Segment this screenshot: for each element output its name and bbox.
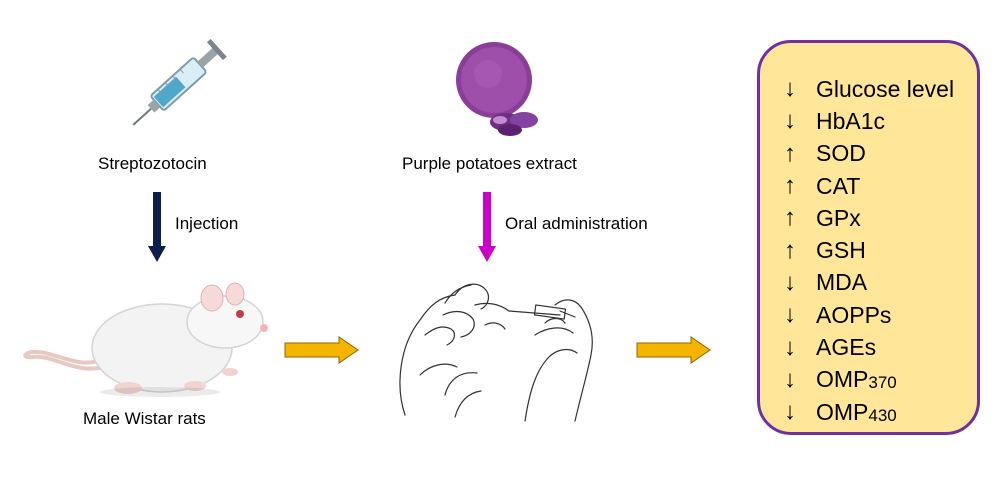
result-name: HbA1c [816, 107, 886, 134]
result-name: OMP [816, 398, 869, 425]
result-name: SOD [816, 140, 866, 167]
arrow-up-icon: ↑ [784, 172, 796, 200]
results-box: ↓ Glucose level ↓ HbA1c ↑ SOD ↑ CAT ↑ GPx ↑ GSH ↓ MDA… [757, 40, 980, 435]
result-name: Glucose level [816, 75, 955, 102]
result-item: ↑ SOD [784, 138, 977, 170]
arrow-down-icon: ↓ [784, 333, 796, 361]
arrow-down-icon: ↓ [784, 75, 796, 103]
inducer-label: Streptozotocin [98, 154, 207, 173]
oral-administration-arrow [478, 192, 496, 262]
treatment-label: Purple potatoes extract [402, 154, 577, 173]
arrow-down-icon: ↓ [784, 365, 796, 393]
oral-gavage-sketch-icon [399, 283, 593, 422]
arrow-down-icon: ↓ [784, 107, 796, 135]
result-name: CAT [816, 172, 861, 199]
injection-label: Injection [175, 214, 239, 233]
syringe-icon [132, 38, 227, 126]
subject-label: Male Wistar rats [83, 409, 206, 428]
result-item: ↓ MDA [784, 267, 977, 299]
injection-arrow [148, 192, 166, 262]
arrow-up-icon: ↑ [784, 204, 796, 232]
arrow-down-icon: ↓ [784, 301, 796, 329]
result-name: OMP [816, 366, 869, 393]
result-item: ↓ AGEs [784, 331, 977, 363]
purple-powder-icon [456, 42, 538, 136]
result-item: ↑ CAT [784, 170, 977, 202]
result-subscript: 430 [868, 405, 897, 425]
arrow-down-icon: ↓ [784, 398, 796, 426]
white-rat-icon [23, 282, 268, 397]
result-subscript: 370 [868, 373, 897, 393]
result-item: ↓ AOPPs [784, 299, 977, 331]
flow-arrow-2 [636, 336, 711, 364]
result-item: ↓ HbA1c [784, 105, 977, 137]
result-item: ↓ Glucose level [784, 73, 977, 105]
result-name: GSH [816, 237, 866, 264]
result-name: MDA [816, 269, 868, 296]
arrow-up-icon: ↑ [784, 139, 796, 167]
result-item: ↑ GPx [784, 202, 977, 234]
result-name: AGEs [816, 334, 877, 361]
result-item: ↑ GSH [784, 234, 977, 266]
arrow-up-icon: ↑ [784, 236, 796, 264]
result-name: AOPPs [816, 301, 892, 328]
result-name: GPx [816, 204, 861, 231]
flow-arrow-1 [284, 336, 359, 364]
oral-administration-label: Oral administration [505, 214, 648, 233]
arrow-down-icon: ↓ [784, 268, 796, 296]
